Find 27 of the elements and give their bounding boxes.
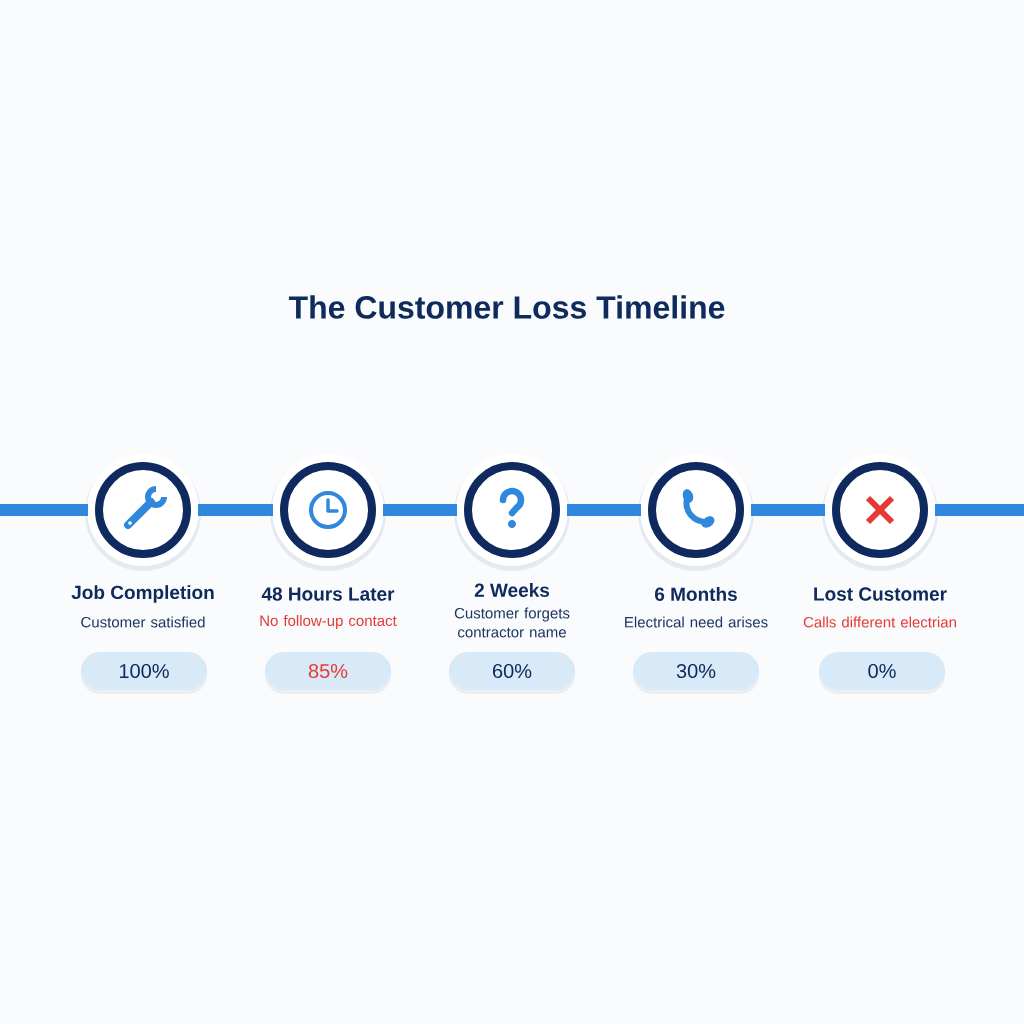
timeline-line — [198, 504, 273, 516]
title: The Customer Loss Timeline — [288, 295, 725, 319]
timeline-circle — [270, 454, 386, 571]
step-title: 6 Months — [655, 587, 737, 601]
step-description: Customer satisfied — [81, 616, 205, 628]
step-description: Calls different electrian — [803, 616, 956, 628]
timeline-line — [935, 504, 1024, 516]
percentage-pill: 85% — [265, 652, 391, 694]
timeline-line — [751, 504, 825, 516]
timeline-line — [567, 504, 641, 516]
timeline-circle — [85, 454, 201, 571]
step-title: 2 Weeks — [474, 583, 550, 597]
percentage-pill: 0% — [819, 652, 945, 694]
step-title: Lost Customer — [814, 587, 947, 601]
step-title: 48 Hours Later — [261, 587, 395, 601]
step-description: Customer forgets contractor name — [454, 607, 570, 638]
step-title: Job Completion — [71, 585, 214, 603]
percentage-pill: 30% — [633, 652, 759, 694]
percentage-pill: 100% — [81, 652, 207, 694]
timeline-line — [0, 504, 88, 516]
timeline-circle — [454, 454, 570, 571]
percentage-pill: 60% — [449, 652, 575, 694]
timeline-circle — [822, 454, 938, 571]
step-description: Electrical need arises — [625, 616, 768, 628]
step-description: No follow-up contact — [260, 615, 397, 629]
timeline-circle — [638, 454, 754, 571]
timeline-line — [383, 504, 457, 516]
